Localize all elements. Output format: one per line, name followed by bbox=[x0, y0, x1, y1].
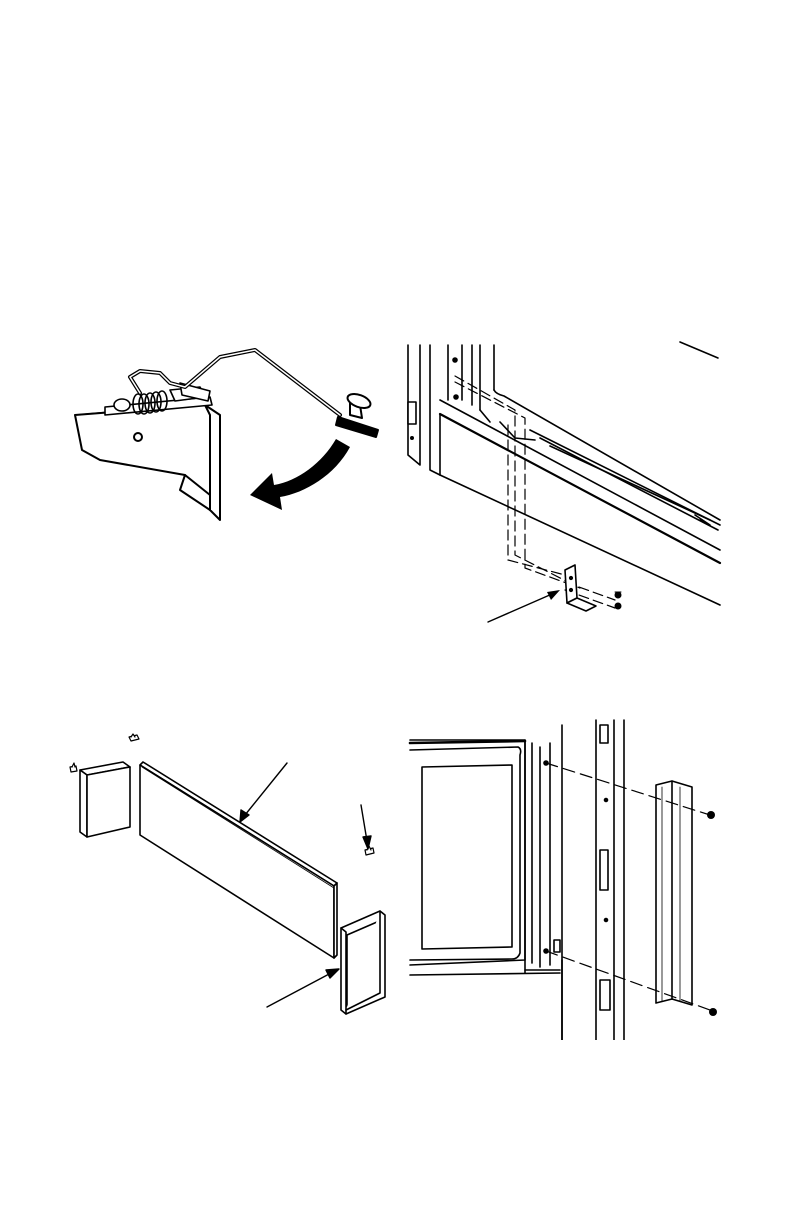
frame-icon bbox=[341, 911, 385, 1014]
end-block bbox=[80, 762, 130, 837]
latch-assembly-illustration bbox=[60, 335, 380, 535]
door-frame-icon bbox=[410, 720, 624, 1040]
callout-arrow-icon bbox=[488, 590, 560, 622]
screw-icon bbox=[707, 811, 717, 1016]
latch-assembly-figure bbox=[60, 335, 380, 535]
bracket-mounting-figure bbox=[400, 330, 730, 630]
curved-arrow-icon bbox=[250, 439, 350, 510]
screw-icon bbox=[615, 592, 621, 609]
latch-housing bbox=[75, 405, 220, 520]
trim-strip-icon bbox=[656, 781, 692, 1005]
knob-icon bbox=[336, 391, 378, 437]
bracket-mounting-illustration bbox=[400, 330, 730, 630]
panel-icon bbox=[140, 762, 337, 958]
alignment-lines bbox=[455, 376, 615, 608]
trim-mounting-illustration bbox=[400, 715, 730, 1040]
panel-assembly-illustration bbox=[55, 725, 400, 1025]
panel-assembly-figure bbox=[55, 725, 400, 1025]
trim-mounting-figure bbox=[400, 715, 730, 1040]
